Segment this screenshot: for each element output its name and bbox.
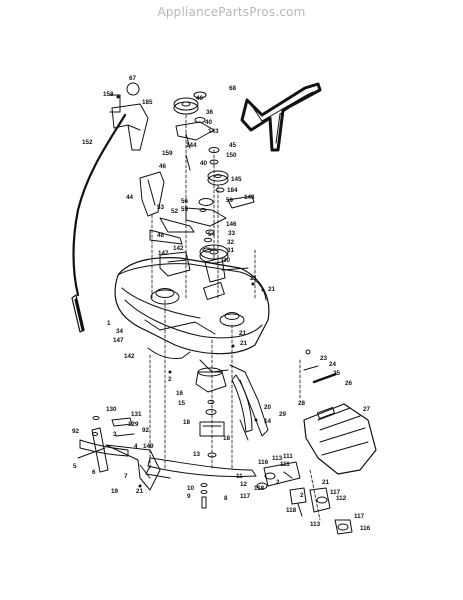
part-label: 142 <box>173 245 184 252</box>
part-labels: 67 158 185 40 36 40 68 143 152 144 45 15… <box>72 75 371 532</box>
part-label: 130 <box>106 406 117 413</box>
part-label: 152 <box>82 139 93 146</box>
part-label: 3 <box>113 431 117 438</box>
part-label: 4 <box>134 443 138 450</box>
part-label: 112 <box>336 495 347 502</box>
part-label: 9 <box>187 493 191 500</box>
part-label: 131 <box>131 411 142 418</box>
part-label: 21 <box>239 330 247 337</box>
part-label: 54 <box>208 231 216 238</box>
part-label: 48 <box>157 232 165 239</box>
part-label: 21 <box>136 488 144 495</box>
mower-blade <box>147 457 257 478</box>
part-label: 26 <box>345 380 353 387</box>
part-label: 113 <box>310 521 321 528</box>
part-label: 53 <box>157 204 165 211</box>
part-label: 6 <box>92 469 96 476</box>
part-label: 15 <box>178 400 186 407</box>
part-label: 2 <box>300 492 304 499</box>
part-label: 19 <box>111 488 119 495</box>
part-label: 13 <box>193 451 201 458</box>
part-label: 20 <box>264 404 272 411</box>
part-label: 148 <box>244 194 255 201</box>
part-label: 116 <box>360 525 371 532</box>
part-label: 111 <box>280 461 290 468</box>
drive-belt-icon <box>240 82 322 152</box>
knob <box>126 82 140 96</box>
part-label: 21 <box>268 286 276 293</box>
part-label: 118 <box>254 485 265 492</box>
part-label: 7 <box>124 473 128 480</box>
part-label: 158 <box>103 91 114 98</box>
part-label: 145 <box>231 176 242 183</box>
part-label: 56 <box>181 198 189 205</box>
part-label: 45 <box>229 142 237 149</box>
part-label: 40 <box>200 160 208 167</box>
part-label: 143 <box>208 128 219 135</box>
part-label: 142 <box>124 353 135 360</box>
part-label: 27 <box>363 406 371 413</box>
part-label: 52 <box>171 208 179 215</box>
part-label: 29 <box>279 411 287 418</box>
part-label: 117 <box>330 489 341 496</box>
part-label: 117 <box>354 513 365 520</box>
part-label: 44 <box>126 194 134 201</box>
watermark: AppliancePartsPros.com <box>157 5 306 19</box>
part-label: 25 <box>333 370 341 377</box>
part-label: 116 <box>258 459 269 466</box>
part-label: 146 <box>226 221 237 228</box>
part-label: 2 <box>276 479 280 486</box>
part-label: 8 <box>224 495 228 502</box>
part-label: 147 <box>158 250 169 257</box>
part-label: 5 <box>73 463 77 470</box>
part-label: 184 <box>227 187 238 194</box>
part-label: 150 <box>226 152 237 159</box>
part-label: 185 <box>142 99 153 106</box>
part-label: 159 <box>162 150 173 157</box>
part-label: 113 <box>272 455 283 462</box>
part-label: 1 <box>107 320 111 327</box>
part-label: 18 <box>183 419 191 426</box>
part-label: 21 <box>322 479 330 486</box>
part-label: 59 <box>226 197 234 204</box>
part-label: 118 <box>286 507 297 514</box>
part-label: 2 <box>168 376 172 383</box>
part-label: 68 <box>229 85 237 92</box>
part-label: 16 <box>176 390 184 397</box>
part-label: 21 <box>250 275 258 282</box>
part-label: 32 <box>227 239 235 246</box>
part-label: 18 <box>223 435 231 442</box>
part-label: 34 <box>116 328 124 335</box>
part-label: 92 <box>72 428 80 435</box>
mower-deck <box>114 257 270 355</box>
part-label: 111 <box>283 453 293 460</box>
part-label: 23 <box>320 355 328 362</box>
part-label: 55 <box>181 206 189 213</box>
part-label: 40 <box>196 95 204 102</box>
part-label: 129 <box>128 421 139 428</box>
part-label: 28 <box>298 400 306 407</box>
part-label: 14 <box>264 418 272 425</box>
part-label: 24 <box>329 361 337 368</box>
lift-cable <box>72 113 127 297</box>
part-label: 67 <box>129 75 137 82</box>
part-label: 117 <box>240 493 251 500</box>
part-label: 149 <box>143 443 154 450</box>
part-label: 36 <box>206 109 214 116</box>
part-label: 33 <box>228 230 236 237</box>
discharge-chute <box>303 403 377 475</box>
part-label: 11 <box>236 473 243 480</box>
part-label: 46 <box>159 163 167 170</box>
belt-guard <box>139 171 165 217</box>
part-label: 147 <box>113 337 124 344</box>
part-label: 10 <box>187 485 195 492</box>
part-label: 30 <box>223 257 231 264</box>
part-label: 12 <box>240 481 248 488</box>
part-label: 144 <box>186 142 197 149</box>
part-label: 21 <box>240 340 248 347</box>
part-label: 40 <box>205 119 213 126</box>
part-label: 31 <box>227 247 235 254</box>
part-label: 92 <box>142 427 150 434</box>
